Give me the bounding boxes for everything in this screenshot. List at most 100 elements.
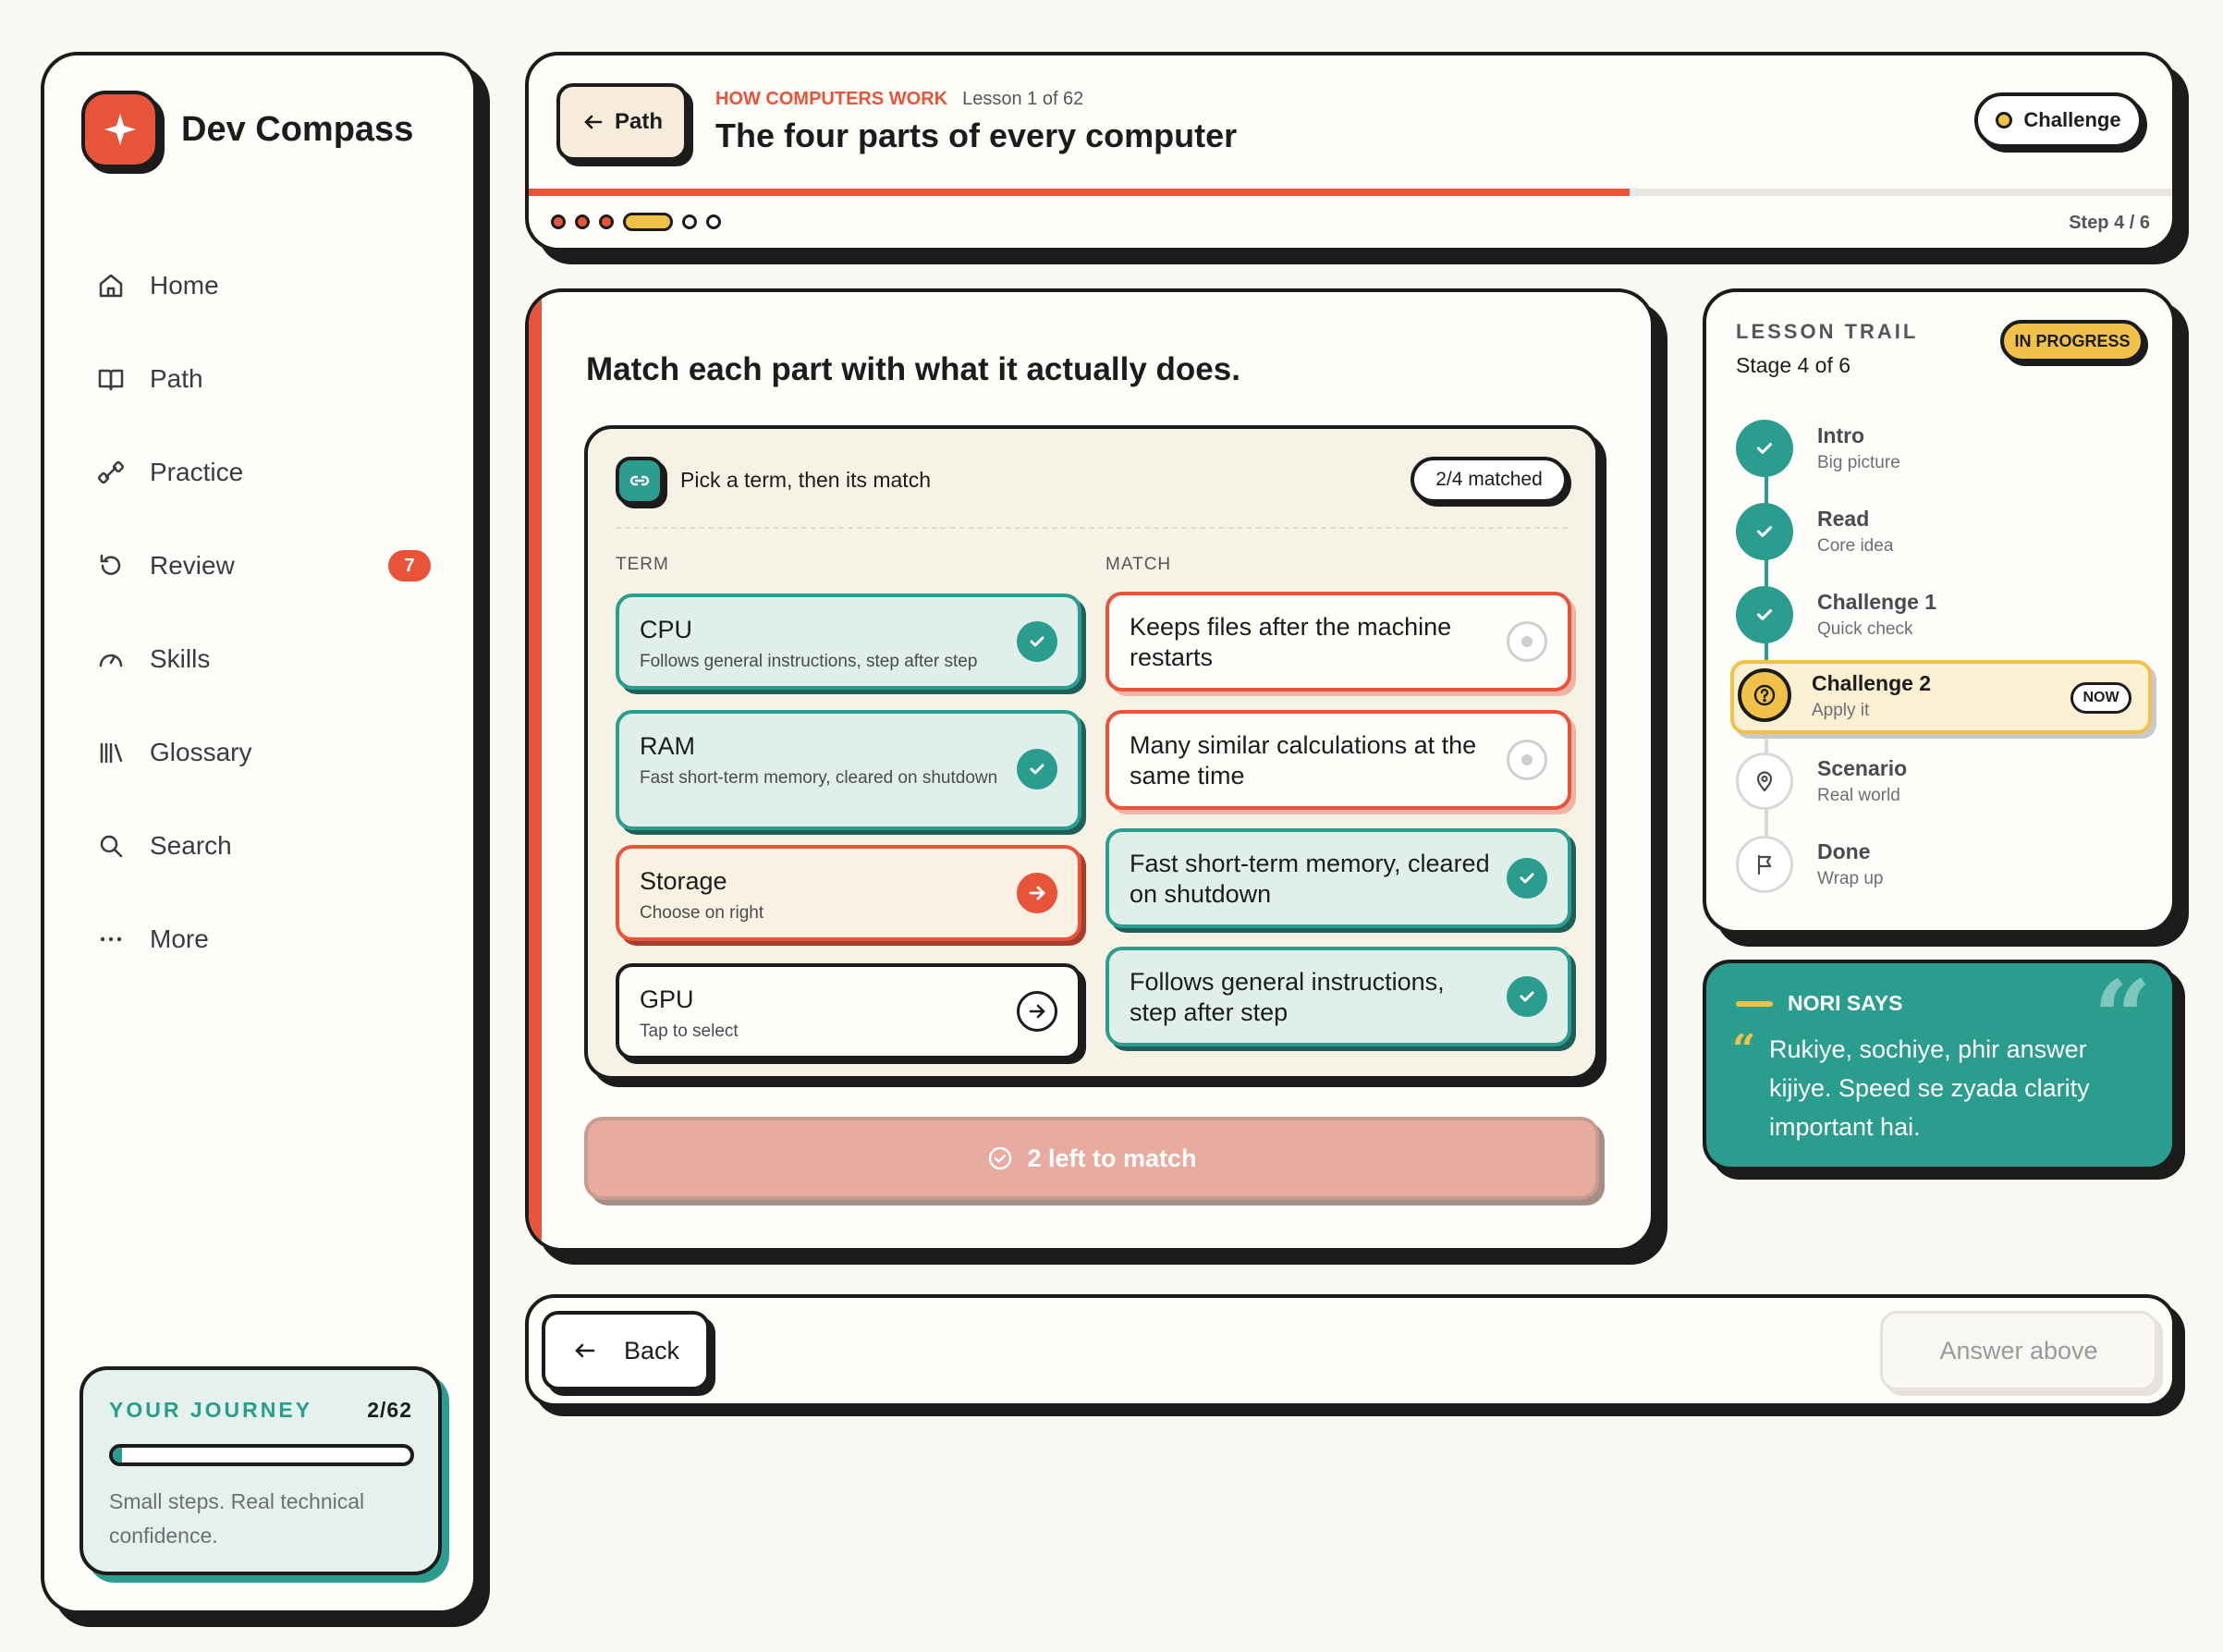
check-icon	[1017, 749, 1057, 789]
sidebar-item-review[interactable]: Review 7	[96, 519, 447, 612]
book-icon	[98, 369, 124, 390]
stage-sub: Core idea	[1817, 536, 1894, 556]
sidebar-item-practice[interactable]: Practice	[96, 425, 447, 519]
matching-panel: Pick a term, then its match 2/4 matched …	[584, 425, 1599, 1080]
step-indicator	[551, 213, 730, 231]
continue-button[interactable]: Answer above	[1880, 1311, 2157, 1390]
term-tile-ram[interactable]: RAM Fast short-term memory, cleared on s…	[616, 710, 1081, 830]
lesson-number: Lesson 1 of 62	[962, 89, 1084, 109]
match-tile-keeps-files[interactable]: Keeps files after the machine restarts	[1105, 592, 1571, 691]
trail-stage-done[interactable]: Done Wrap up	[1736, 832, 2154, 904]
accent-stripe	[529, 292, 542, 1248]
check-icon	[1736, 420, 1793, 477]
term-title: GPU	[640, 985, 694, 1013]
arrow-right-icon	[1017, 873, 1057, 913]
journey-text: Small steps. Real technical confidence.	[109, 1489, 365, 1548]
sidebar-item-home[interactable]: Home	[96, 239, 447, 332]
challenge-label: Challenge	[2023, 108, 2121, 131]
match-tile-many-calculations[interactable]: Many similar calculations at the same ti…	[1105, 710, 1571, 810]
match-tile-general-instructions[interactable]: Follows general instructions, step after…	[1105, 947, 1571, 1046]
journey-progress-fill	[113, 1448, 122, 1462]
lesson-header: Path HOW COMPUTERS WORK Lesson 1 of 62 T…	[525, 52, 2176, 251]
gauge-icon	[99, 654, 123, 667]
sidebar-item-label: Review	[150, 550, 235, 580]
stage-sub: Quick check	[1817, 619, 1913, 639]
step-dot-6	[706, 214, 721, 229]
step-dot-2	[575, 214, 590, 229]
term-title: RAM	[640, 732, 695, 760]
match-text: Follows general instructions, step after…	[1130, 968, 1445, 1026]
match-text: Keeps files after the machine restarts	[1130, 613, 1452, 671]
stage-name: Intro	[1817, 423, 1865, 447]
journey-label: YOUR JOURNEY	[109, 1398, 313, 1422]
lesson-trail: LESSON TRAIL Stage 4 of 6 IN PROGRESS In…	[1703, 288, 2176, 934]
sidebar-item-search[interactable]: Search	[96, 799, 447, 892]
step-dot-4	[623, 213, 673, 231]
bottom-nav: Back Answer above	[525, 1294, 2176, 1407]
journey-count: 2/62	[367, 1398, 412, 1422]
challenge-button[interactable]: Challenge	[1974, 92, 2143, 148]
stage-sub: Apply it	[1812, 701, 1870, 720]
location-pin-icon	[1736, 753, 1793, 810]
back-button[interactable]: Back	[542, 1311, 710, 1390]
sidebar-item-more[interactable]: More	[96, 892, 447, 985]
trail-stage-label: Stage 4 of 6	[1736, 353, 1851, 377]
question-prompt: Match each part with what it actually do…	[586, 351, 1240, 387]
term-desc: Choose on right	[640, 903, 764, 923]
dumbbell-icon	[97, 460, 125, 483]
submit-button[interactable]: 2 left to match	[584, 1117, 1599, 1200]
sidebar-item-glossary[interactable]: Glossary	[96, 705, 447, 799]
trail-label: LESSON TRAIL	[1736, 320, 1919, 343]
trail-stage-read[interactable]: Read Core idea	[1736, 499, 2154, 571]
trail-stage-intro[interactable]: Intro Big picture	[1736, 416, 2154, 488]
term-desc: Fast short-term memory, cleared on shutd…	[640, 768, 998, 788]
question-card: Match each part with what it actually do…	[525, 288, 1655, 1252]
brand[interactable]: Dev Compass	[81, 91, 413, 168]
sparkle-icon	[81, 91, 159, 168]
match-column-header: MATCH	[1105, 555, 1172, 574]
check-icon	[1507, 858, 1547, 899]
match-tile-short-term-memory[interactable]: Fast short-term memory, cleared on shutd…	[1105, 828, 1571, 928]
stage-name: Done	[1817, 839, 1871, 863]
step-label: Step 4 / 6	[2069, 213, 2150, 233]
term-tile-gpu[interactable]: GPU Tap to select	[616, 963, 1081, 1059]
sidebar-item-label: Path	[150, 363, 203, 393]
trail-stage-challenge-1[interactable]: Challenge 1 Quick check	[1736, 582, 2154, 655]
stage-name: Scenario	[1817, 756, 1908, 780]
journey-card: YOUR JOURNEY 2/62 Small steps. Real tech…	[79, 1366, 442, 1575]
term-tile-cpu[interactable]: CPU Follows general instructions, step a…	[616, 593, 1081, 690]
check-icon	[1736, 586, 1793, 643]
arrow-right-icon	[1017, 991, 1057, 1032]
step-dot-5	[682, 214, 697, 229]
breadcrumb: HOW COMPUTERS WORK Lesson 1 of 62	[715, 89, 1083, 110]
stage-sub: Wrap up	[1817, 869, 1884, 888]
term-desc: Follows general instructions, step after…	[640, 652, 978, 671]
journey-progress-bar	[109, 1444, 414, 1466]
library-icon	[100, 742, 123, 763]
trail-stage-challenge-2[interactable]: Challenge 2 Apply it NOW	[1730, 660, 2152, 734]
course-name: HOW COMPUTERS WORK	[715, 89, 948, 109]
trail-stage-scenario[interactable]: Scenario Real world	[1736, 749, 2154, 821]
divider	[616, 527, 1568, 529]
refresh-icon	[100, 554, 121, 575]
match-text: Fast short-term memory, cleared on shutd…	[1130, 850, 1490, 908]
sidebar: Dev Compass Home Path Practice Review 7 …	[41, 52, 477, 1614]
more-icon	[100, 936, 122, 941]
term-title: Storage	[640, 867, 727, 895]
status-badge: IN PROGRESS	[2000, 320, 2144, 362]
step-dot-1	[551, 214, 566, 229]
arrow-left-icon	[584, 115, 603, 129]
search-icon	[100, 835, 123, 857]
back-label: Back	[623, 1336, 680, 1364]
stage-name: Challenge 1	[1817, 590, 1937, 614]
check-icon	[1507, 976, 1547, 1017]
term-tile-storage[interactable]: Storage Choose on right	[616, 845, 1081, 941]
path-back-button[interactable]: Path	[556, 83, 688, 161]
path-button-label: Path	[614, 109, 663, 134]
lesson-progress-bar	[529, 189, 2172, 196]
check-circle-icon	[989, 1146, 1012, 1170]
match-text: Many similar calculations at the same ti…	[1130, 731, 1477, 789]
sidebar-item-skills[interactable]: Skills	[96, 612, 447, 705]
status-dot-icon	[1996, 112, 2013, 128]
sidebar-item-path[interactable]: Path	[96, 332, 447, 425]
